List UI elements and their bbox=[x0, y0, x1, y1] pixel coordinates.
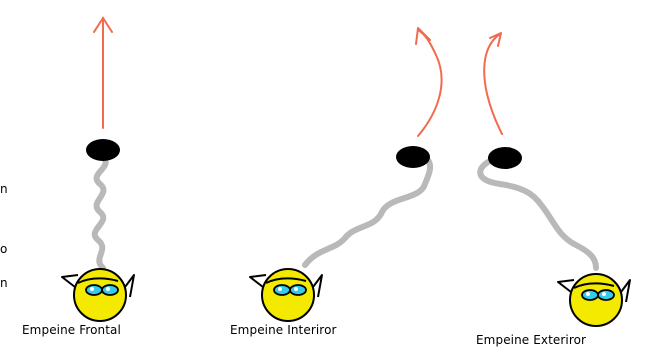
exterior-ball-icon bbox=[488, 147, 522, 169]
frontal-arrow-icon bbox=[93, 16, 113, 129]
frontal-ball-icon bbox=[86, 139, 120, 161]
frontal-ball-path bbox=[91, 155, 109, 271]
edge-text-fragment-top: n bbox=[0, 182, 8, 196]
interior-arrow-icon bbox=[415, 27, 443, 137]
exterior-ball-path bbox=[477, 157, 599, 271]
interior-ball-icon bbox=[396, 146, 430, 168]
edge-text-fragment-middle: o bbox=[0, 242, 8, 256]
edge-text-fragment-bottom: n bbox=[0, 276, 8, 290]
interior-player-head-icon bbox=[249, 268, 323, 322]
exterior-player-head-icon bbox=[557, 273, 631, 327]
caption-frontal: Empeine Frontal bbox=[22, 323, 121, 337]
caption-exterior: Empeine Exteriror bbox=[476, 333, 587, 347]
interior-ball-path bbox=[302, 157, 434, 268]
exterior-arrow-icon bbox=[483, 32, 503, 135]
caption-interior: Empeine Interiror bbox=[230, 323, 337, 337]
frontal-player-head-icon bbox=[61, 268, 135, 322]
